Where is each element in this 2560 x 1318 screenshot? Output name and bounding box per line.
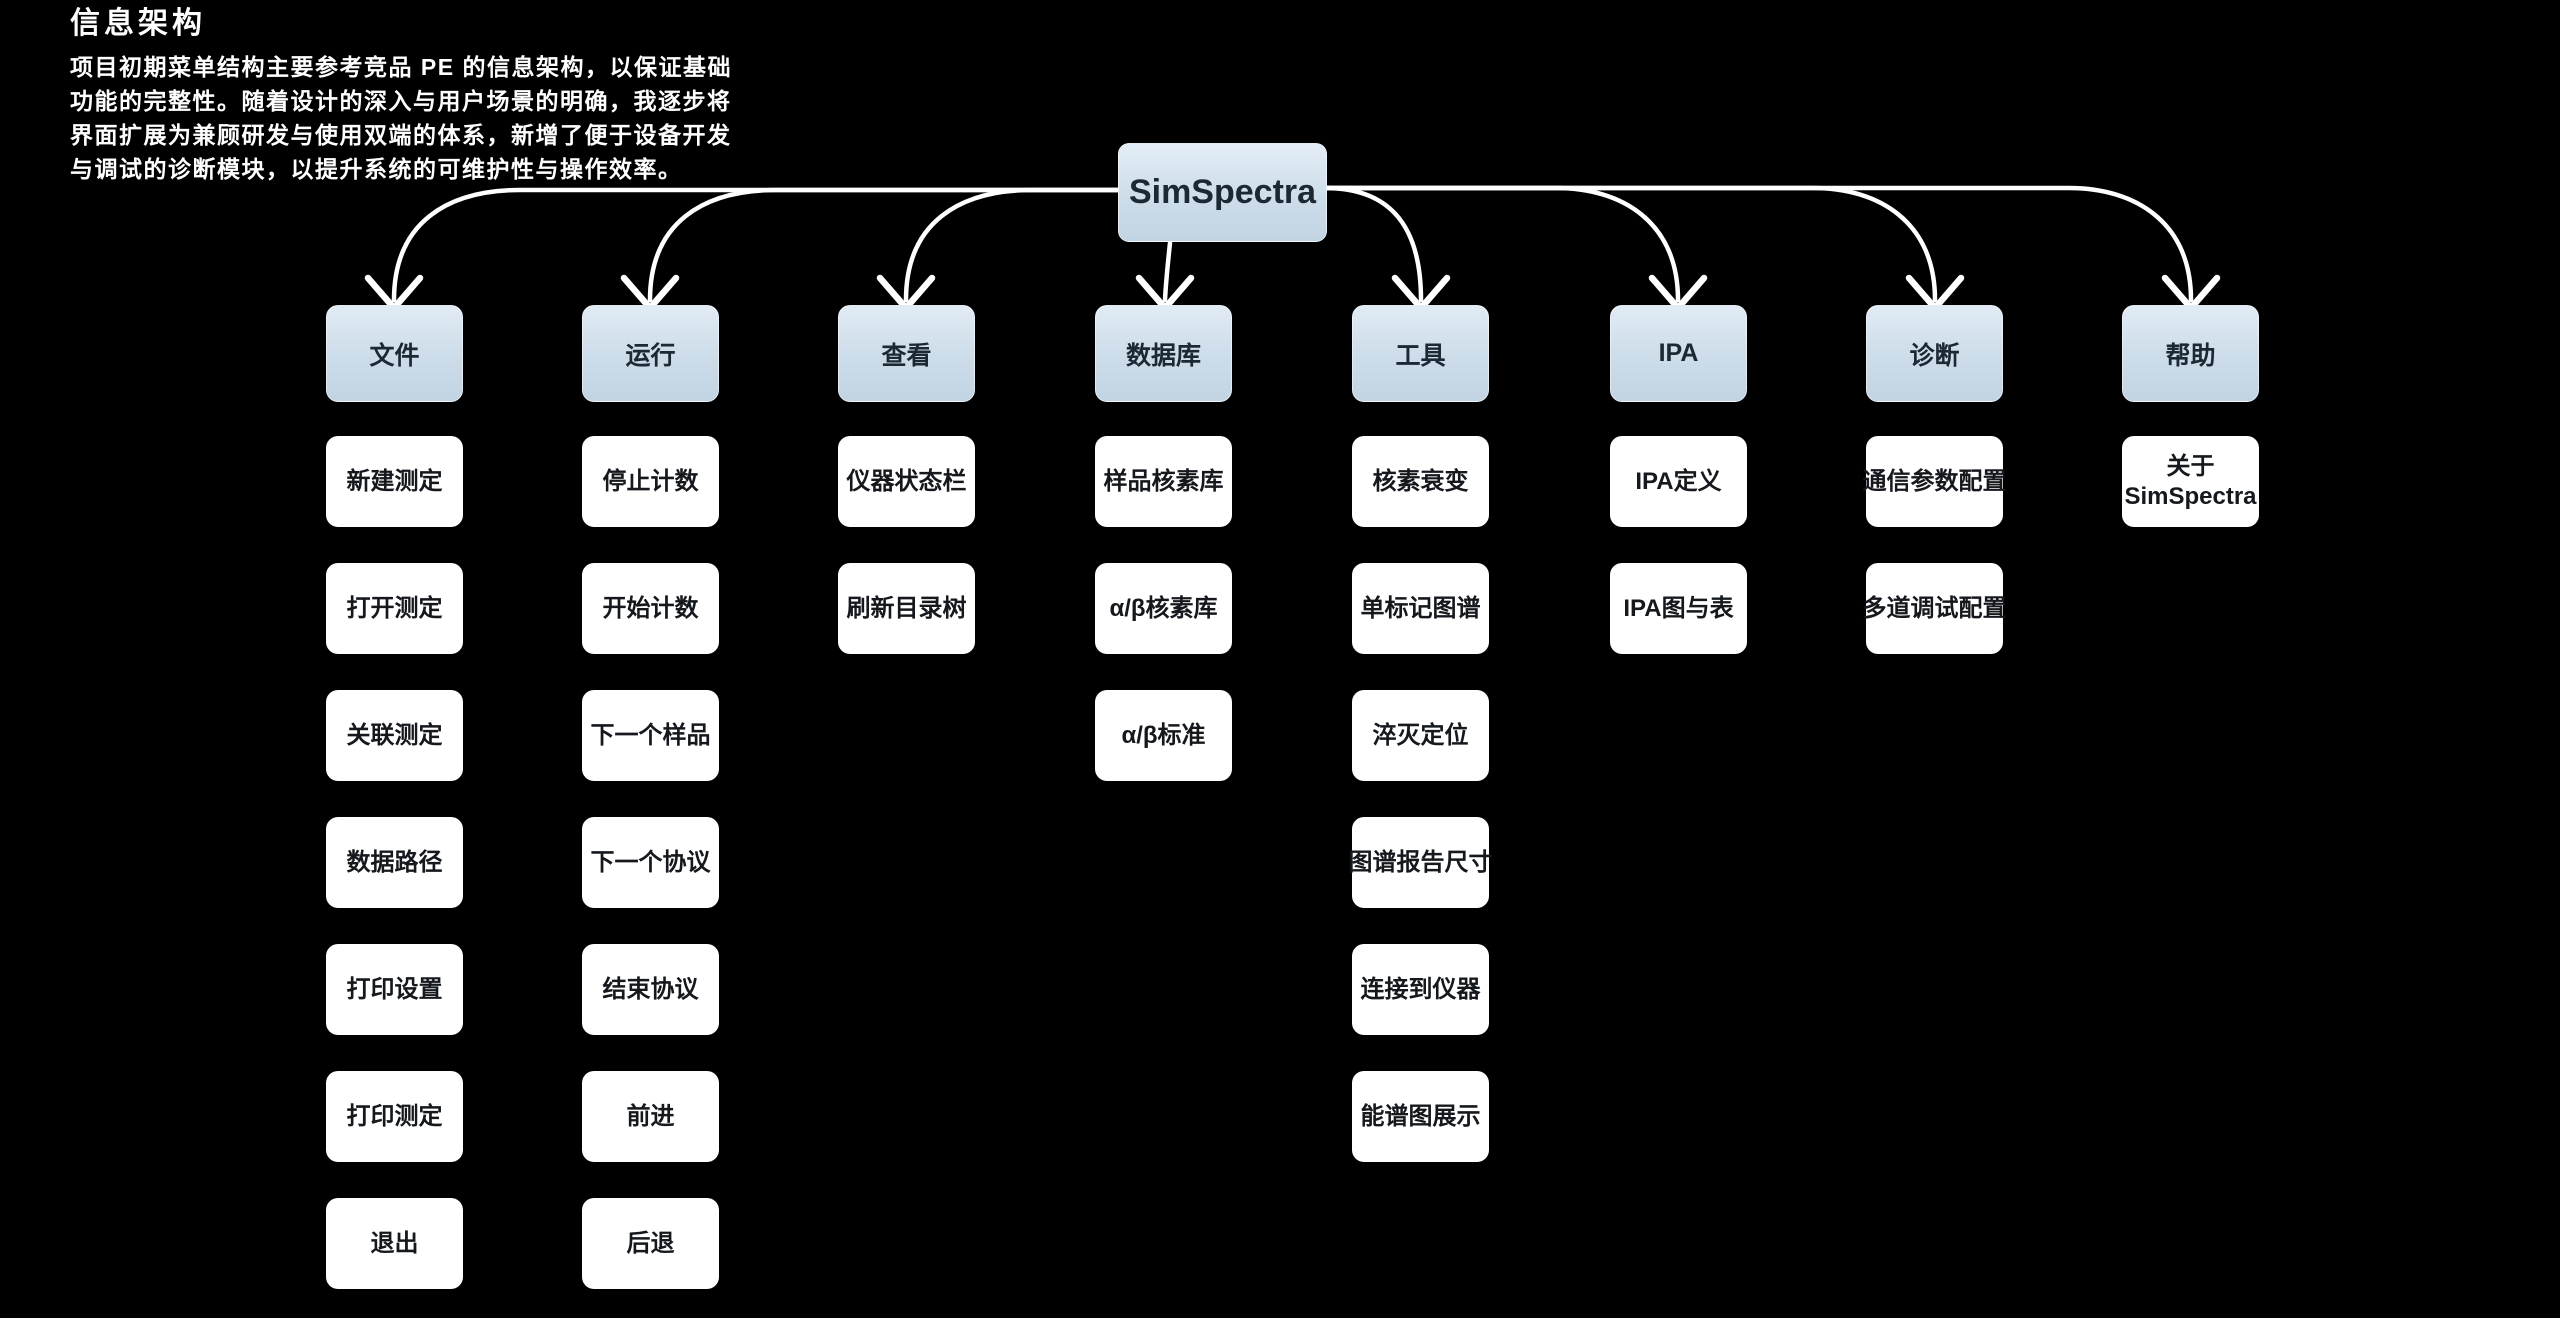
item-node: 新建测定 [326,436,463,527]
item-node: 淬灭定位 [1352,690,1489,781]
item-node: α/β标准 [1095,690,1232,781]
item-node: IPA定义 [1610,436,1747,527]
item-node: 退出 [326,1198,463,1289]
item-node: 打开测定 [326,563,463,654]
item-node: 单标记图谱 [1352,563,1489,654]
category-node-help: 帮助 [2122,305,2259,402]
page-title: 信息架构 [70,7,206,40]
item-node: 下一个样品 [582,690,719,781]
item-node: IPA图与表 [1610,563,1747,654]
category-node-file: 文件 [326,305,463,402]
item-node: 刷新目录树 [838,563,975,654]
item-node: 样品核素库 [1095,436,1232,527]
edge-root-run [647,187,1125,303]
edge-root-view [903,187,1125,303]
edge-root-help [1322,185,2194,303]
category-node-view: 查看 [838,305,975,402]
edge-root-tools [1322,185,1424,303]
item-node: 通信参数配置 [1863,436,2007,527]
category-node-diagnostics: 诊断 [1866,305,2003,402]
item-node: 停止计数 [582,436,719,527]
item-node: 结束协议 [582,944,719,1035]
edge-root-ipa [1322,185,1681,303]
item-node: 前进 [582,1071,719,1162]
category-node-run: 运行 [582,305,719,402]
intro-line-3: 界面扩展为兼顾研发与使用双端的体系，新增了便于设备开发 [70,122,732,148]
edge-root-file [391,187,1125,303]
item-node: 打印设置 [326,944,463,1035]
item-node: α/β核素库 [1095,563,1232,654]
intro-line-1: 项目初期菜单结构主要参考竞品 PE 的信息架构，以保证基础 [70,54,732,80]
intro-line-4: 与调试的诊断模块，以提升系统的可维护性与操作效率。 [70,156,683,182]
item-node: 图谱报告尺寸 [1349,817,1493,908]
item-node: 关联测定 [326,690,463,781]
intro-line-2: 功能的完整性。随着设计的深入与用户场景的明确，我逐步将 [70,88,732,114]
category-node-tools: 工具 [1352,305,1489,402]
intro-block: 信息架构 项目初期菜单结构主要参考竞品 PE 的信息架构，以保证基础 功能的完整… [70,8,732,186]
item-node: 仪器状态栏 [838,436,975,527]
item-node: 打印测定 [326,1071,463,1162]
root-node-simspectra: SimSpectra [1118,143,1327,242]
item-node: 下一个协议 [582,817,719,908]
item-node: 开始计数 [582,563,719,654]
item-node: 连接到仪器 [1352,944,1489,1035]
item-node: 多道调试配置 [1863,563,2007,654]
category-node-ipa: IPA [1610,305,1747,402]
item-node: 能谱图展示 [1352,1071,1489,1162]
edge-root-database [1162,240,1173,303]
item-node: 数据路径 [326,817,463,908]
item-node: 后退 [582,1198,719,1289]
item-node: 关于 SimSpectra [2122,436,2259,527]
category-node-database: 数据库 [1095,305,1232,402]
item-node: 核素衰变 [1352,436,1489,527]
